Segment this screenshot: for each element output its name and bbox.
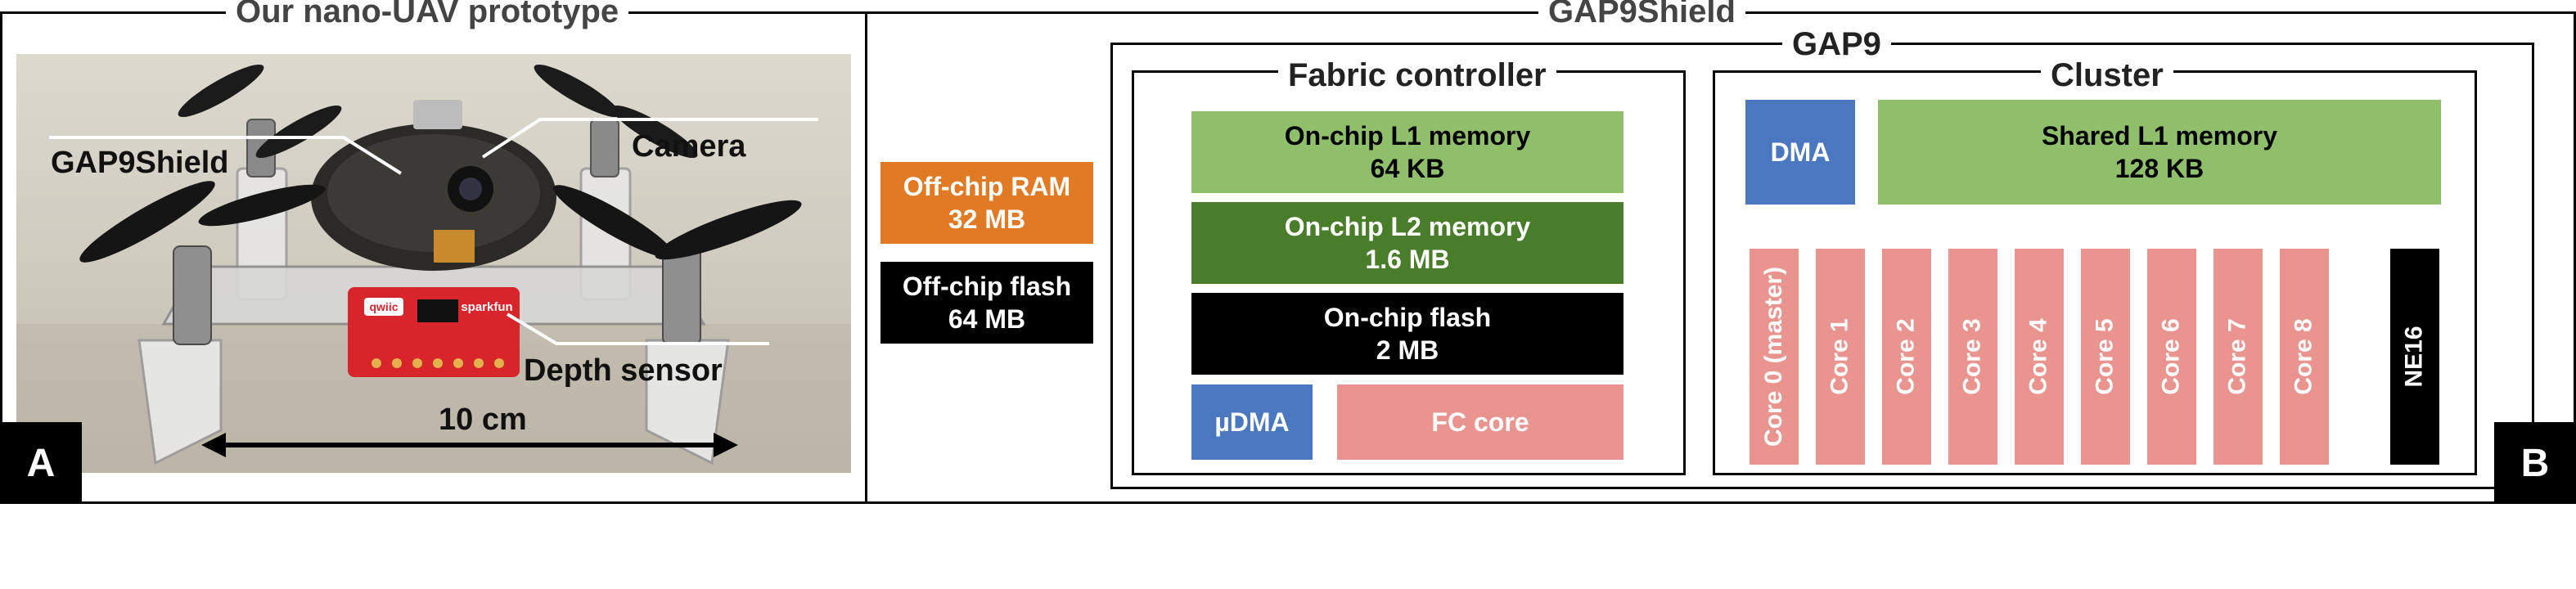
cluster-core-0: Core 0 (master) (1750, 249, 1799, 465)
shared-l1-label: Shared L1 memory (2041, 121, 2278, 151)
cluster-core-2: Core 2 (1882, 249, 1931, 465)
fc-core-label: FC core (1431, 407, 1529, 437)
gap9-title: GAP9 (1782, 28, 1891, 61)
front-motors (173, 245, 701, 345)
cluster-dma-label: DMA (1770, 137, 1831, 167)
onchip-l1-size: 64 KB (1370, 154, 1445, 183)
core-label: Core 7 (2224, 318, 2251, 395)
cluster-core-5: Core 5 (2081, 249, 2130, 465)
offchip-flash-label: Off-chip flash (902, 272, 1072, 301)
label-camera: Camera (632, 129, 746, 164)
cluster-title: Cluster (2041, 59, 2173, 92)
onchip-l1-memory-block: On-chip L1 memory 64 KB (1191, 111, 1624, 193)
gap9shield-board (311, 100, 556, 271)
onchip-l2-memory-block: On-chip L2 memory 1.6 MB (1191, 202, 1624, 284)
offchip-ram-size: 32 MB (948, 205, 1026, 234)
size-arrow (201, 433, 738, 457)
pointer-lines (49, 118, 818, 345)
cluster-core-3: Core 3 (1948, 249, 1997, 465)
offchip-ram-label: Off-chip RAM (903, 172, 1071, 201)
core-label: Core 8 (2290, 318, 2317, 395)
udma-label: µDMA (1214, 407, 1290, 437)
shared-l1-size: 128 KB (2114, 154, 2204, 183)
qwiic-mark: qwiic (369, 300, 398, 313)
depth-sensor-board: qwiic sparkfun (348, 287, 520, 377)
core-label: Core 1 (1826, 318, 1853, 395)
label-gap9shield: GAP9Shield (51, 146, 229, 180)
onchip-flash-block: On-chip flash 2 MB (1191, 293, 1624, 375)
cluster-core-8: Core 8 (2280, 249, 2329, 465)
core-label: Core 0 (master) (1760, 266, 1788, 447)
onchip-flash-size: 2 MB (1376, 335, 1439, 365)
core-label: Core 3 (1959, 318, 1986, 395)
drone-photo: qwiic sparkfun (16, 54, 851, 473)
onchip-l1-label: On-chip L1 memory (1284, 121, 1531, 151)
sparkfun-mark: sparkfun (461, 300, 512, 314)
fabric-controller-title: Fabric controller (1278, 59, 1556, 92)
drone-illustration: qwiic sparkfun (16, 64, 851, 473)
label-depth-sensor: Depth sensor (524, 353, 723, 388)
panel-a-corner-label: A (0, 422, 82, 504)
cluster-core-4: Core 4 (2015, 249, 2064, 465)
ne16-label: NE16 (2401, 326, 2429, 388)
onchip-l2-label: On-chip L2 memory (1284, 212, 1531, 241)
offchip-ram-block: Off-chip RAM 32 MB (880, 162, 1093, 244)
offchip-flash-block: Off-chip flash 64 MB (880, 262, 1093, 344)
onchip-flash-label: On-chip flash (1323, 303, 1492, 332)
core-label: Core 4 (2025, 318, 2052, 395)
front-legs (137, 339, 730, 465)
core-label: Core 2 (1893, 318, 1920, 395)
cluster-core-6: Core 6 (2147, 249, 2196, 465)
ne16-block: NE16 (2390, 249, 2439, 465)
cluster-core-7: Core 7 (2213, 249, 2263, 465)
offchip-flash-size: 64 MB (948, 304, 1026, 334)
core-label: Core 6 (2158, 318, 2185, 395)
label-size: 10 cm (439, 402, 527, 437)
panel-a-title: Our nano-UAV prototype (226, 0, 629, 28)
cluster-dma-block: DMA (1745, 100, 1855, 205)
panel-b-title: GAP9Shield (1538, 0, 1745, 28)
onchip-l2-size: 1.6 MB (1365, 245, 1450, 274)
shared-l1-memory-block: Shared L1 memory 128 KB (1878, 100, 2441, 205)
fc-core-block: FC core (1337, 384, 1624, 460)
udma-block: µDMA (1191, 384, 1313, 460)
panel-b-corner-label: B (2494, 422, 2576, 504)
cluster-core-1: Core 1 (1816, 249, 1865, 465)
front-propellers (79, 181, 802, 263)
core-label: Core 5 (2092, 318, 2119, 395)
